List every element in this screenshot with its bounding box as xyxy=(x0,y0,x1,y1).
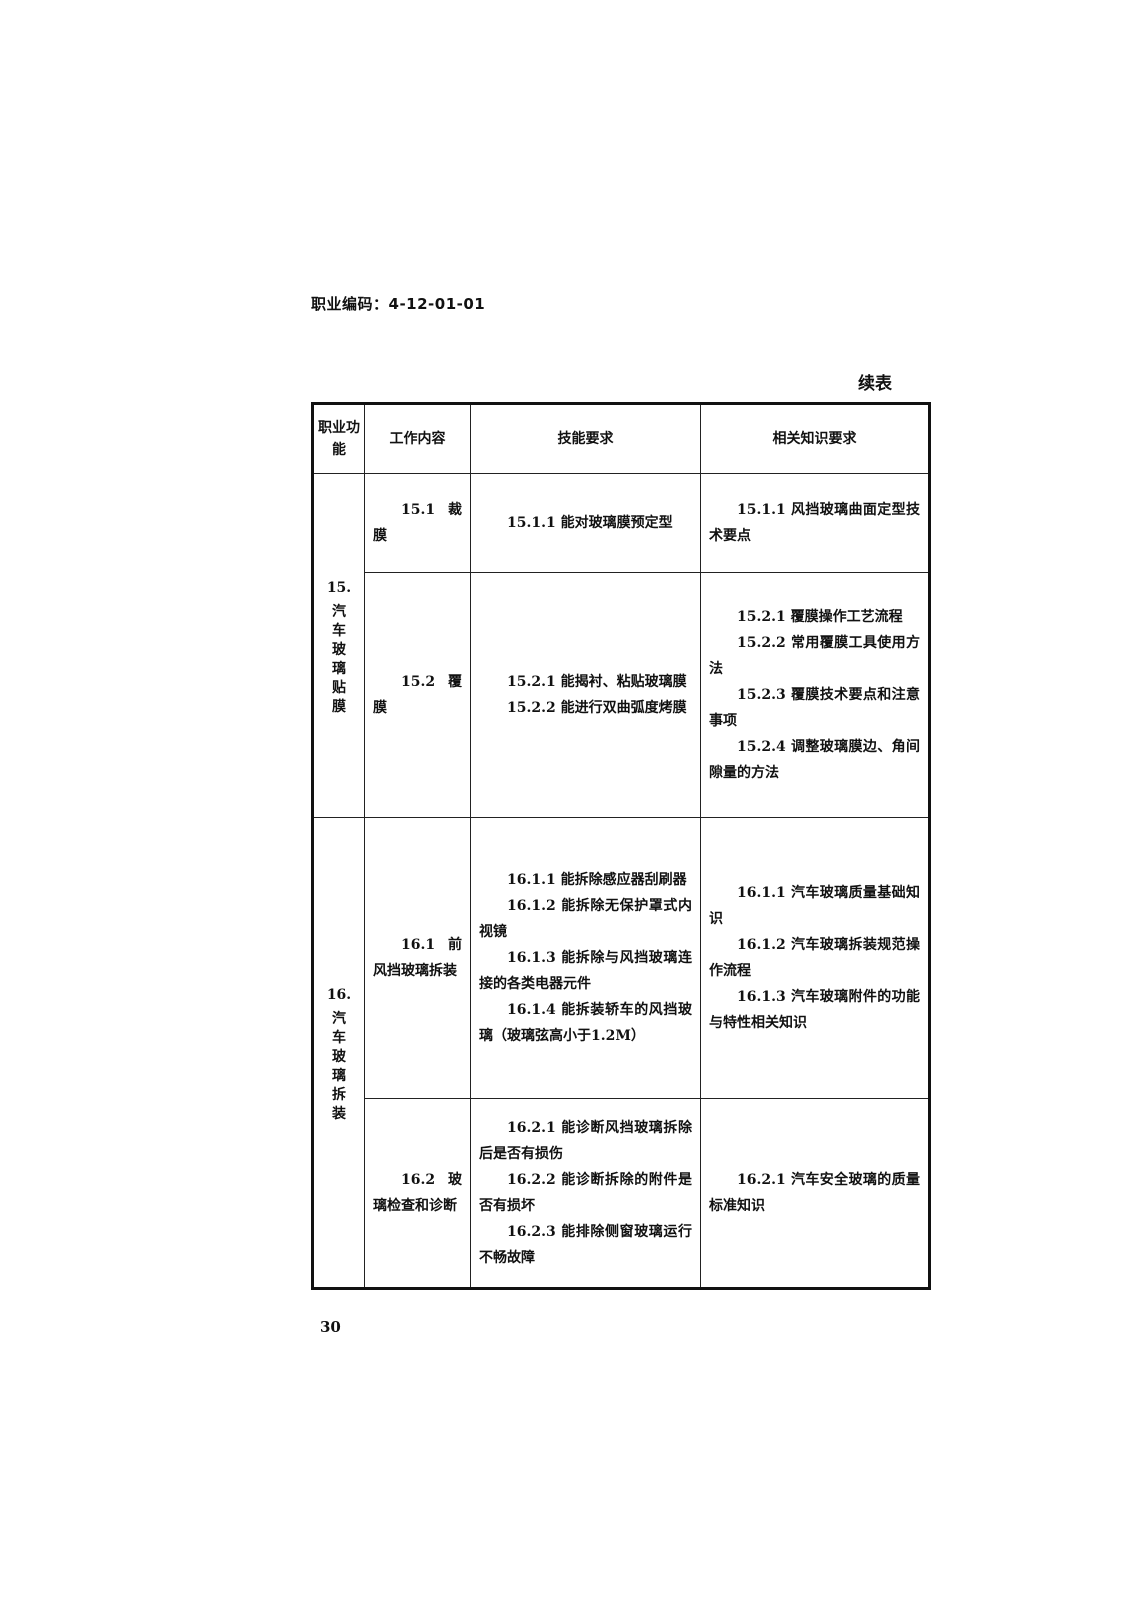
knowledge-item: 15.2.1 覆膜操作工艺流程 xyxy=(737,609,903,625)
knowledge-cell: 15.1.1 风挡玻璃曲面定型技术要点 xyxy=(700,473,930,573)
table-row: 15. 汽车玻璃贴膜 15.1 裁膜 15.1.1 能对玻璃膜预定型 15.1.… xyxy=(312,473,930,818)
skill-item: 16.1.1 能拆除感应器刮刷器 xyxy=(507,872,687,888)
skill-item: 15.1.1 能对玻璃膜预定型 xyxy=(507,515,673,531)
knowledge-item: 15.2.4 调整玻璃膜边、角间隙量的方法 xyxy=(709,739,920,781)
skill-cell: 16.1.1 能拆除感应器刮刷器 16.1.2 能拆除无保护罩式内视镜 16.1… xyxy=(470,817,701,1099)
header-knowledge-requirements: 相关知识要求 xyxy=(700,403,930,474)
knowledge-item: 15.2.2 常用覆膜工具使用方法 xyxy=(709,635,920,677)
skill-item: 15.2.2 能进行双曲弧度烤膜 xyxy=(507,700,687,716)
skill-cell: 15.1.1 能对玻璃膜预定型 xyxy=(470,473,701,573)
function-name: 汽车玻璃贴膜 xyxy=(332,603,346,715)
skill-item: 16.1.3 能拆除与风挡玻璃连接的各类电器元件 xyxy=(479,950,692,992)
work-content-cell: 15.2 覆膜 xyxy=(364,572,471,818)
work-content: 15.2 覆膜 xyxy=(373,674,462,716)
function-name: 汽车玻璃拆装 xyxy=(332,1010,346,1122)
knowledge-item: 16.1.2 汽车玻璃拆装规范操作流程 xyxy=(709,937,920,979)
skill-item: 16.2.2 能诊断拆除的附件是否有损坏 xyxy=(479,1172,692,1214)
skill-item: 16.2.1 能诊断风挡玻璃拆除后是否有损伤 xyxy=(479,1120,692,1162)
knowledge-cell: 16.2.1 汽车安全玻璃的质量标准知识 xyxy=(700,1098,930,1289)
skill-cell: 16.2.1 能诊断风挡玻璃拆除后是否有损伤 16.2.2 能诊断拆除的附件是否… xyxy=(470,1098,701,1289)
knowledge-item: 16.2.1 汽车安全玻璃的质量标准知识 xyxy=(709,1172,920,1214)
header-work-content: 工作内容 xyxy=(364,403,471,474)
table-row: 15.2 覆膜 15.2.1 能揭衬、粘贴玻璃膜 15.2.2 能进行双曲弧度烤… xyxy=(313,572,930,818)
skill-item: 16.2.3 能排除侧窗玻璃运行不畅故障 xyxy=(479,1224,692,1266)
skill-item: 15.2.1 能揭衬、粘贴玻璃膜 xyxy=(507,674,687,690)
function-number: 15. xyxy=(326,579,352,596)
skill-item: 16.1.4 能拆装轿车的风挡玻璃（玻璃弦高小于1.2M） xyxy=(479,1002,692,1044)
skill-cell: 15.2.1 能揭衬、粘贴玻璃膜 15.2.2 能进行双曲弧度烤膜 xyxy=(470,572,701,818)
work-content-cell: 15.1 裁膜 xyxy=(364,473,471,573)
function-cell-16: 16. 汽车玻璃拆装 xyxy=(312,817,365,1289)
knowledge-item: 16.1.3 汽车玻璃附件的功能与特性相关知识 xyxy=(709,989,920,1031)
work-content-cell: 16.2 玻璃检查和诊断 xyxy=(364,1098,471,1289)
table-header-row: 职业功能 工作内容 技能要求 相关知识要求 xyxy=(312,403,930,474)
work-content: 15.1 裁膜 xyxy=(373,502,462,544)
work-content: 16.2 玻璃检查和诊断 xyxy=(373,1172,462,1214)
skill-standard-table: 职业功能 工作内容 技能要求 相关知识要求 15. 汽车玻璃贴膜 15.1 裁膜… xyxy=(311,402,931,1290)
knowledge-item: 15.2.3 覆膜技术要点和注意事项 xyxy=(709,687,920,729)
work-content-cell: 16.1 前风挡玻璃拆装 xyxy=(364,817,471,1099)
skill-item: 16.1.2 能拆除无保护罩式内视镜 xyxy=(479,898,692,940)
header-occupational-function: 职业功能 xyxy=(312,403,365,474)
function-cell-15: 15. 汽车玻璃贴膜 xyxy=(312,473,365,818)
table-row: 16.2 玻璃检查和诊断 16.2.1 能诊断风挡玻璃拆除后是否有损伤 16.2… xyxy=(313,1098,930,1289)
knowledge-item: 15.1.1 风挡玻璃曲面定型技术要点 xyxy=(709,502,920,544)
header-skill-requirements: 技能要求 xyxy=(470,403,701,474)
occupation-code: 职业编码：4-12-01-01 xyxy=(311,295,486,313)
knowledge-cell: 15.2.1 覆膜操作工艺流程 15.2.2 常用覆膜工具使用方法 15.2.3… xyxy=(700,572,930,818)
function-number: 16. xyxy=(326,986,352,1003)
table-row: 16. 汽车玻璃拆装 16.1 前风挡玻璃拆装 16.1.1 能拆除感应器刮刷器… xyxy=(312,817,930,1289)
continued-label: 续表 xyxy=(858,374,892,394)
knowledge-cell: 16.1.1 汽车玻璃质量基础知识 16.1.2 汽车玻璃拆装规范操作流程 16… xyxy=(700,817,930,1099)
knowledge-item: 16.1.1 汽车玻璃质量基础知识 xyxy=(709,885,920,927)
page-number: 30 xyxy=(320,1318,341,1336)
work-content: 16.1 前风挡玻璃拆装 xyxy=(373,937,462,979)
